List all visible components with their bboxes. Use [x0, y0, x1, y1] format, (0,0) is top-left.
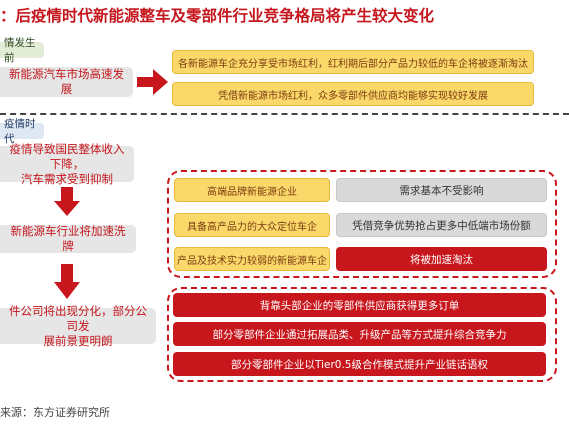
- oem-segment-mass-market: 具备高产品力的大众定位车企: [174, 213, 330, 237]
- supplier-outcome-row: 部分零部件企业以Tier0.5级合作模式提升产业链话语权: [173, 352, 546, 376]
- flow-step-supplier-divergence: 件公司将出现分化，部分公司发 展前景更明朗: [0, 304, 156, 348]
- down-arrow-icon: [54, 264, 80, 299]
- oem-outcome-mass-market: 凭借竞争优势抢占更多中低端市场份额: [336, 213, 547, 237]
- oem-outcome-group: [167, 170, 557, 278]
- section-tag-post-epidemic: 疫情时代: [0, 118, 44, 145]
- oem-segment-premium: 高端品牌新能源企业: [174, 178, 330, 202]
- oem-outcome-weak: 将被加速淘汰: [336, 247, 547, 271]
- section-divider: [0, 113, 569, 115]
- pre-epidemic-outcome-supplier: 凭借新能源市场红利，众多零部件供应商均能够实现较好发展: [172, 82, 534, 106]
- flow-step-demand-suppressed: 疫情导致国民整体收入下降， 汽车需求受到抑制: [0, 142, 134, 186]
- flow-step-line: 展前景更明朗: [43, 333, 113, 348]
- flow-step-industry-reshuffle: 新能源车行业将加速洗牌: [0, 224, 136, 253]
- right-arrow-icon: [137, 69, 168, 95]
- supplier-outcome-row: 背靠头部企业的零部件供应商获得更多订单: [173, 293, 546, 317]
- flow-step-line: 件公司将出现分化，部分公司发: [9, 303, 147, 333]
- flow-step-line: 汽车需求受到抑制: [21, 171, 113, 186]
- supplier-outcome-row: 部分零部件企业通过拓展品类、升级产品等方式提升综合竞争力: [173, 322, 546, 346]
- section-tag-pre-epidemic: 情发生前: [0, 37, 44, 64]
- supplier-outcome-group: [167, 287, 557, 382]
- market-growth-box: 新能源汽车市场高速发展: [0, 67, 133, 97]
- page-title: ：后疫情时代新能源整车及零部件行业竞争格局将产生较大变化: [0, 7, 435, 25]
- down-arrow-icon: [54, 187, 80, 216]
- pre-epidemic-outcome-oem: 各新能源车企充分享受市场红利，红利期后部分产品力较低的车企将被逐渐淘汰: [172, 50, 534, 74]
- flow-step-line: 疫情导致国民整体收入下降，: [9, 141, 125, 171]
- oem-segment-weak: 产品及技术实力较弱的新能源车企: [174, 247, 330, 271]
- oem-outcome-premium: 需求基本不受影响: [336, 178, 547, 202]
- source-note: 来源：东方证券研究所: [0, 406, 110, 419]
